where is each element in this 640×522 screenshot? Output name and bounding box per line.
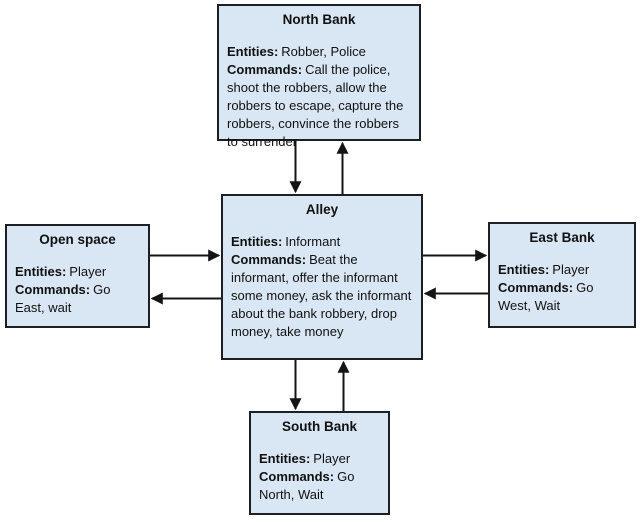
node-east-bank-title: East Bank	[529, 230, 595, 245]
node-north-bank: North Bank Entities:Robber, Police Comma…	[217, 4, 421, 149]
commands-value: Beat the informant, offer the informant …	[231, 252, 412, 339]
entities-label: Entities:	[227, 44, 279, 59]
commands-label: Commands:	[498, 280, 574, 295]
entities-label: Entities:	[498, 262, 550, 277]
entities-value: Robber, Police	[281, 44, 366, 59]
commands-value: Go West, Wait	[498, 280, 594, 313]
entities-label: Entities:	[259, 451, 311, 466]
node-open-space-body: Entities:Player Commands:Go East, wait	[7, 263, 148, 317]
entities-label: Entities:	[15, 264, 67, 279]
commands-label: Commands:	[231, 252, 307, 267]
entities-value: Player	[313, 451, 351, 466]
commands-label: Commands:	[259, 469, 335, 484]
commands-label: Commands:	[15, 282, 91, 297]
entities-label: Entities:	[231, 234, 283, 249]
node-open-space: Open space Entities:Player Commands:Go E…	[5, 224, 150, 328]
commands-value: Call the police, shoot the robbers, allo…	[227, 62, 404, 149]
entities-value: Player	[69, 264, 107, 279]
commands-value: Go North, Wait	[259, 469, 355, 502]
node-east-bank: East Bank Entities:Player Commands:Go We…	[488, 222, 636, 328]
node-alley-body: Entities:Informant Commands:Beat the inf…	[223, 233, 421, 341]
commands-label: Commands:	[227, 62, 303, 77]
node-south-bank-title: South Bank	[281, 419, 357, 434]
node-north-bank-title: North Bank	[282, 12, 356, 27]
node-south-bank-body: Entities:Player Commands:Go North, Wait	[251, 450, 388, 504]
node-alley: Alley Entities:Informant Commands:Beat t…	[221, 194, 423, 360]
node-east-bank-body: Entities:Player Commands:Go West, Wait	[490, 261, 634, 315]
node-alley-title: Alley	[305, 202, 339, 217]
commands-value: Go East, wait	[15, 282, 111, 315]
entities-value: Player	[552, 262, 590, 277]
entities-value: Informant	[285, 234, 341, 249]
node-open-space-title: Open space	[39, 232, 116, 247]
node-north-bank-body: Entities:Robber, Police Commands:Call th…	[219, 43, 419, 151]
node-south-bank: South Bank Entities:Player Commands:Go N…	[249, 411, 390, 515]
